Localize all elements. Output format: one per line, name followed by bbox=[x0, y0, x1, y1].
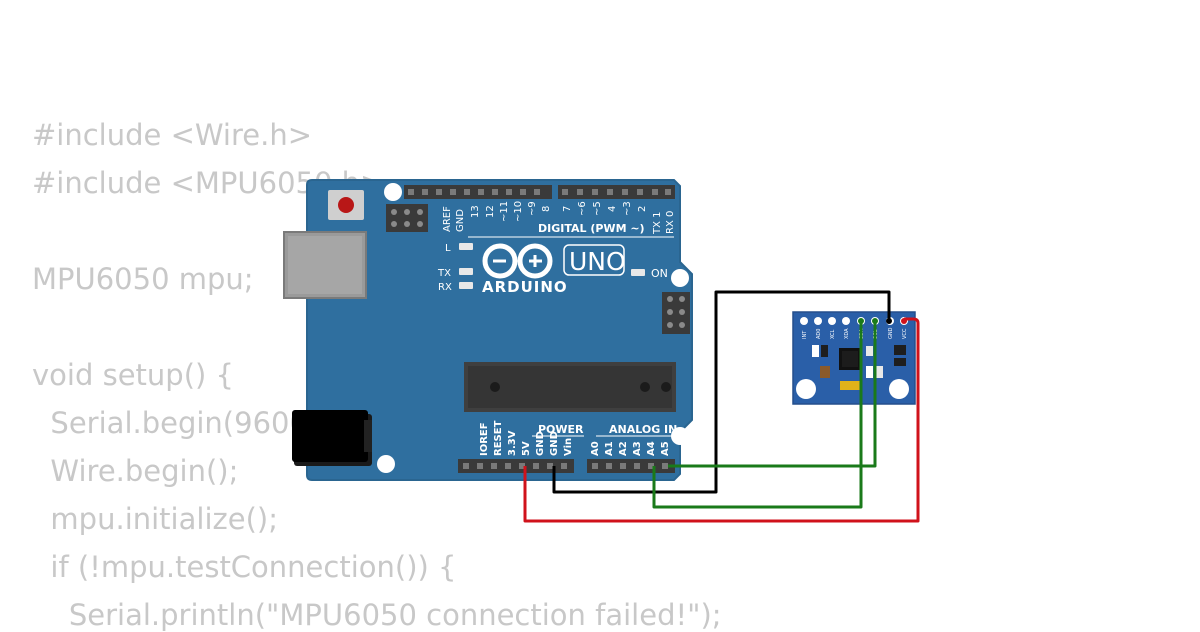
pin-label: RESET bbox=[493, 420, 504, 456]
pin-label: XDA bbox=[844, 328, 850, 339]
atmega-chip bbox=[464, 362, 676, 412]
smd-component bbox=[812, 345, 819, 357]
code-line: if (!mpu.testConnection()) { bbox=[32, 550, 457, 584]
mounting-hole bbox=[796, 379, 816, 399]
wires bbox=[523, 290, 920, 523]
digital-pwm-label: DIGITAL (PWM ~) bbox=[538, 222, 645, 235]
code-line: void setup() { bbox=[32, 358, 234, 392]
pin-label: A0 bbox=[590, 441, 601, 456]
icsp-header-right bbox=[662, 292, 690, 334]
led-label: RX bbox=[438, 282, 452, 293]
pin-label: 5V bbox=[521, 441, 532, 456]
digital-pin-labels: AREF GND 13 12 ~11 ~10 ~9 8 7 ~6 ~5 4 ~3… bbox=[442, 201, 676, 235]
pin-label: A3 bbox=[632, 441, 643, 456]
usb-connector bbox=[283, 231, 367, 299]
pin-label: Vin bbox=[563, 438, 574, 456]
led-label: ON bbox=[651, 267, 668, 280]
arduino-wordmark: ARDUINO bbox=[482, 278, 568, 296]
power-header[interactable] bbox=[458, 459, 574, 473]
analog-pin-labels: A0 A1 A2 A3 A4 A5 bbox=[590, 441, 671, 456]
pin-label: ~6 bbox=[577, 201, 588, 216]
pin-label: VCC bbox=[902, 328, 908, 339]
pin-label: A2 bbox=[618, 441, 629, 456]
mounting-hole bbox=[384, 183, 402, 201]
pin-label: GND bbox=[535, 431, 546, 456]
wire-scl[interactable] bbox=[668, 321, 877, 468]
pin-label: IOREF bbox=[479, 422, 490, 456]
pin-label: GND bbox=[888, 327, 894, 339]
pin-label: ~11 bbox=[499, 201, 510, 222]
wire-endpoints bbox=[858, 318, 907, 324]
pin-label: ~5 bbox=[592, 201, 603, 216]
pin-label: INT bbox=[802, 330, 808, 339]
code-line: mpu.initialize(); bbox=[32, 502, 278, 536]
pin-label: ~9 bbox=[527, 201, 538, 216]
pin-label: AD0 bbox=[816, 329, 822, 339]
mpu6050-module[interactable]: INT AD0 XCL XDA SDA SCL GND VCC bbox=[792, 311, 916, 405]
pin-label: 8 bbox=[541, 206, 552, 212]
pin-label: GND bbox=[549, 431, 560, 456]
led-label: L bbox=[445, 243, 451, 254]
arduino-uno-board[interactable]: AREF GND 13 12 ~11 ~10 ~9 8 7 ~6 ~5 4 ~3… bbox=[283, 179, 693, 481]
pin-label: 2 bbox=[637, 206, 648, 212]
analog-header[interactable] bbox=[587, 459, 675, 473]
mounting-hole bbox=[377, 455, 395, 473]
mounting-hole bbox=[889, 379, 909, 399]
mounting-hole bbox=[671, 427, 689, 445]
pin-label: 4 bbox=[607, 206, 618, 212]
mounting-hole bbox=[671, 269, 689, 287]
arduino-logo: ARDUINO UNO bbox=[482, 243, 626, 296]
code-line: Serial.begin(9600); bbox=[32, 406, 330, 440]
pin-label: ~10 bbox=[513, 201, 524, 222]
analog-in-label: ANALOG IN bbox=[609, 423, 677, 436]
power-pin-labels: IOREF RESET 3.3V 5V GND GND Vin bbox=[479, 420, 574, 456]
wire-sda[interactable] bbox=[652, 321, 863, 509]
pin-label: 3.3V bbox=[507, 430, 518, 456]
pin-label: 12 bbox=[485, 205, 496, 218]
led-label: TX bbox=[437, 268, 451, 279]
pin-label: A5 bbox=[660, 441, 671, 456]
reset-button[interactable] bbox=[328, 190, 364, 220]
code-line: MPU6050 mpu; bbox=[32, 262, 254, 296]
pin-label: TX 1 bbox=[652, 212, 663, 236]
pin-label: 13 bbox=[470, 205, 481, 218]
status-leds: L TX RX ON bbox=[437, 243, 668, 293]
power-label: POWER bbox=[538, 423, 584, 436]
smd-component bbox=[840, 381, 862, 390]
pin-label: RX 0 bbox=[665, 211, 676, 234]
pin-label: GND bbox=[455, 209, 466, 232]
code-line: Serial.println("MPU6050 connection faile… bbox=[32, 598, 722, 632]
wire-vcc[interactable] bbox=[523, 317, 920, 523]
pin-label: XCL bbox=[830, 329, 836, 339]
uno-label: UNO bbox=[569, 247, 626, 276]
pin-label: A4 bbox=[646, 441, 657, 456]
code-line: #include <Wire.h> bbox=[32, 118, 313, 152]
pin-label: 7 bbox=[562, 206, 573, 212]
pin-label: ~3 bbox=[622, 201, 633, 216]
icsp-header-top bbox=[386, 204, 428, 232]
pin-label: A1 bbox=[604, 441, 615, 456]
wire-gnd[interactable] bbox=[552, 290, 891, 494]
pin-label: AREF bbox=[442, 206, 453, 232]
code-line: Wire.begin(); bbox=[32, 454, 239, 488]
power-jack bbox=[292, 410, 372, 466]
digital-header[interactable] bbox=[404, 185, 675, 199]
